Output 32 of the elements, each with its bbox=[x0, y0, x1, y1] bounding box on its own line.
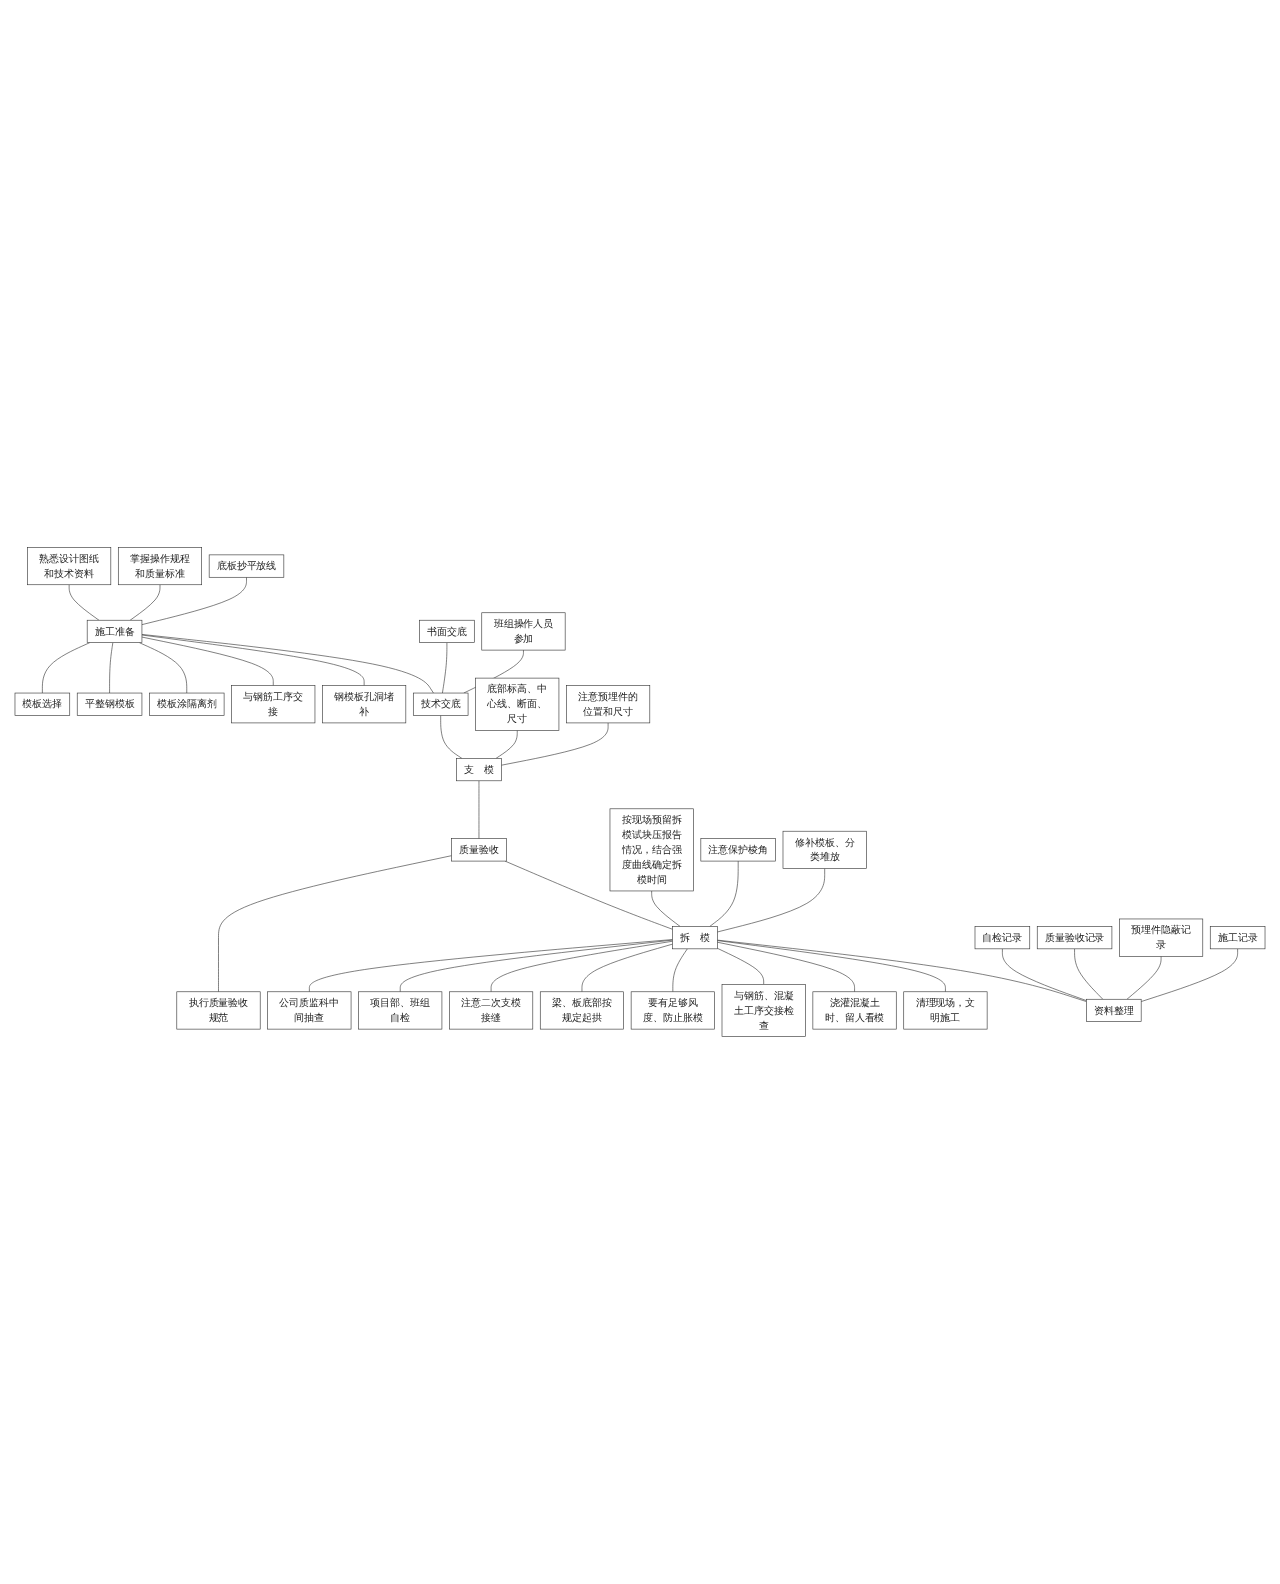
connector bbox=[42, 642, 91, 694]
connector bbox=[478, 780, 480, 839]
connector bbox=[1002, 948, 1087, 1001]
connector bbox=[141, 634, 434, 694]
connector bbox=[501, 722, 609, 766]
connector bbox=[440, 715, 463, 759]
connector bbox=[581, 943, 673, 993]
connector bbox=[139, 642, 188, 694]
connector bbox=[490, 940, 673, 993]
connector bbox=[399, 939, 673, 993]
connector bbox=[141, 634, 365, 686]
connector bbox=[442, 642, 448, 694]
connector bbox=[109, 642, 114, 694]
connector bbox=[717, 947, 764, 985]
connector bbox=[1140, 948, 1238, 1002]
connector bbox=[717, 941, 855, 993]
connector bbox=[129, 584, 161, 621]
connector bbox=[1126, 956, 1162, 1000]
connector bbox=[651, 890, 681, 927]
connector bbox=[717, 868, 825, 933]
connector bbox=[68, 584, 100, 621]
connector bbox=[495, 730, 518, 759]
connector bbox=[672, 948, 688, 993]
connector bbox=[218, 855, 452, 993]
connector bbox=[717, 939, 1087, 1002]
connector bbox=[1074, 948, 1104, 1000]
connector bbox=[309, 939, 673, 993]
connector bbox=[717, 940, 946, 993]
connector bbox=[709, 860, 739, 927]
connector bbox=[504, 860, 673, 930]
connector bbox=[141, 576, 247, 625]
connector bbox=[141, 636, 274, 686]
